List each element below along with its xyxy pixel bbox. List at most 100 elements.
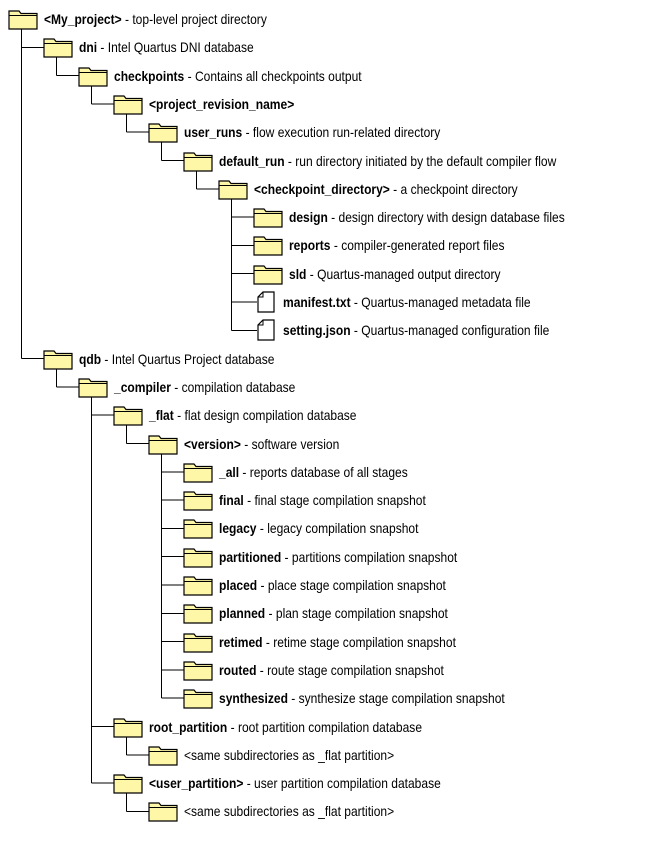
- folder-icon: [148, 123, 178, 143]
- tree-separator: -: [265, 605, 276, 622]
- tree-separator: -: [257, 577, 268, 593]
- tree-folder[interactable]: <user_partition> - user partition compil…: [113, 770, 488, 796]
- tree-node-name: placed: [219, 577, 258, 593]
- tree-folder[interactable]: _all - reports database of all stages: [183, 459, 438, 485]
- tree-folder[interactable]: reports - compiler-generated report file…: [253, 232, 540, 258]
- tree-separator: -: [239, 463, 250, 480]
- tree-label: dni - Intel Quartus DNI database: [79, 39, 254, 55]
- tree-folder[interactable]: qdb - Intel Quartus Project database: [43, 346, 306, 372]
- tree-node-description: top-level project directory: [132, 11, 267, 27]
- tree-folder[interactable]: planned - plan stage compilation snapsho…: [183, 600, 485, 626]
- tree-separator: -: [256, 520, 268, 537]
- tree-node-name: root_partition: [149, 718, 228, 735]
- folder-icon: [8, 10, 38, 30]
- tree-separator: -: [327, 209, 339, 226]
- tree-separator: -: [240, 435, 252, 452]
- tree-node-name: <checkpoint_directory>: [254, 180, 390, 197]
- folder-icon: [113, 406, 143, 426]
- tree-folder[interactable]: dni - Intel Quartus DNI database: [43, 34, 282, 60]
- tree-node-name: routed: [219, 661, 257, 678]
- tree-node-name: <version>: [184, 435, 241, 452]
- tree-folder[interactable]: <My_project> - top-level project directo…: [8, 6, 303, 32]
- tree-folder[interactable]: default_run - run directory initiated by…: [183, 148, 611, 174]
- tree-folder[interactable]: <project_revision_name>: [113, 91, 318, 117]
- folder-icon: [148, 802, 178, 822]
- tree-label: reports - compiler-generated report file…: [289, 237, 504, 253]
- folder-icon: [253, 236, 283, 256]
- tree-label: planned - plan stage compilation snapsho…: [219, 605, 448, 621]
- tree-label: manifest.txt - Quartus-managed metadata …: [283, 294, 531, 310]
- folder-icon: [43, 349, 73, 370]
- tree-folder[interactable]: <same subdirectories as _flat partition>: [148, 742, 428, 768]
- tree-node-name: dni: [79, 39, 98, 56]
- tree-node-name: default_run: [219, 152, 285, 169]
- tree-node-description: user partition compilation database: [254, 775, 441, 792]
- folder-icon: [78, 378, 108, 398]
- folder-icon: [218, 180, 248, 200]
- tree-file[interactable]: setting.json - Quartus-managed configura…: [253, 317, 593, 343]
- tree-node-name: <My_project>: [44, 11, 122, 27]
- folder-icon: [183, 519, 213, 539]
- folder-icon: [183, 576, 213, 596]
- tree-label: retimed - retime stage compilation snaps…: [219, 634, 456, 650]
- tree-node-description: root partition compilation database: [237, 718, 423, 735]
- tree-label: routed - route stage compilation snapsho…: [219, 662, 444, 678]
- tree-folder[interactable]: retimed - retime stage compilation snaps…: [183, 629, 494, 655]
- tree-folder[interactable]: root_partition - root partition compilat…: [113, 714, 466, 740]
- tree-separator: -: [101, 350, 112, 367]
- tree-folder[interactable]: sld - Quartus-managed output directory: [253, 261, 535, 287]
- tree-folder[interactable]: design - design directory with design da…: [253, 204, 610, 230]
- tree-separator: -: [256, 661, 268, 678]
- tree-label: default_run - run directory initiated by…: [219, 153, 556, 169]
- folder-icon: [113, 95, 143, 115]
- tree-node-description: Quartus-managed configuration file: [361, 322, 550, 339]
- tree-node-name: legacy: [219, 520, 257, 537]
- folder-icon: [183, 463, 213, 483]
- tree-folder[interactable]: <version> - software version: [148, 431, 365, 457]
- tree-label: final - final stage compilation snapshot: [219, 492, 426, 508]
- folder-icon: [148, 434, 178, 455]
- tree-label: placed - place stage compilation snapsho…: [219, 577, 446, 593]
- tree-node-name: reports: [289, 237, 331, 254]
- folder-icon: [148, 746, 178, 766]
- tree-label: <user_partition> - user partition compil…: [149, 775, 441, 791]
- tree-node-description: Intel Quartus Project database: [111, 350, 275, 367]
- tree-node-description: Quartus-managed metadata file: [361, 294, 531, 310]
- folder-icon: [183, 661, 213, 681]
- tree-folder[interactable]: routed - route stage compilation snapsho…: [183, 657, 480, 683]
- tree-node-name: manifest.txt: [283, 294, 351, 310]
- tree-node-description: plan stage compilation snapshot: [275, 605, 448, 622]
- tree-folder[interactable]: <checkpoint_directory> - a checkpoint di…: [218, 176, 561, 202]
- tree-node-name: design: [289, 209, 328, 226]
- tree-label: design - design directory with design da…: [289, 209, 565, 225]
- tree-folder[interactable]: legacy - legacy compilation snapshot: [183, 515, 451, 541]
- tree-separator: -: [284, 152, 296, 169]
- tree-node-description: route stage compilation snapshot: [267, 661, 444, 678]
- tree-node-description: <same subdirectories as _flat partition>: [184, 803, 395, 820]
- tree-label: checkpoints - Contains all checkpoints o…: [114, 68, 362, 84]
- tree-folder[interactable]: partitioned - partitions compilation sna…: [183, 544, 496, 570]
- tree-folder[interactable]: placed - place stage compilation snapsho…: [183, 572, 483, 598]
- tree-folder[interactable]: _flat - flat design compilation database: [113, 402, 390, 428]
- tree-folder[interactable]: _compiler - compilation database: [78, 374, 325, 400]
- tree-node-description: legacy compilation snapshot: [267, 520, 419, 537]
- tree-node-description: design directory with design database fi…: [338, 209, 565, 226]
- tree-folder[interactable]: <same subdirectories as _flat partition>: [148, 798, 428, 824]
- tree-node-description: Contains all checkpoints output: [194, 67, 362, 84]
- tree-folder[interactable]: user_runs - flow execution run-related d…: [148, 119, 482, 145]
- tree-label: <My_project> - top-level project directo…: [44, 11, 267, 27]
- tree-node-name: final: [219, 492, 244, 509]
- tree-folder[interactable]: checkpoints - Contains all checkpoints o…: [78, 63, 402, 89]
- tree-folder[interactable]: final - final stage compilation snapshot: [183, 487, 459, 513]
- tree-file[interactable]: manifest.txt - Quartus-managed metadata …: [253, 289, 571, 315]
- tree-node-name: checkpoints: [114, 67, 185, 84]
- tree-label: _all - reports database of all stages: [219, 464, 408, 480]
- tree-node-name: user_runs: [184, 124, 243, 141]
- tree-separator: -: [121, 11, 133, 27]
- tree-node-name: retimed: [219, 633, 263, 650]
- tree-label: root_partition - root partition compilat…: [149, 719, 422, 735]
- folder-icon: [113, 774, 143, 794]
- tree-folder[interactable]: synthesized - synthesize stage compilati…: [183, 685, 551, 711]
- folder-icon: [113, 717, 143, 738]
